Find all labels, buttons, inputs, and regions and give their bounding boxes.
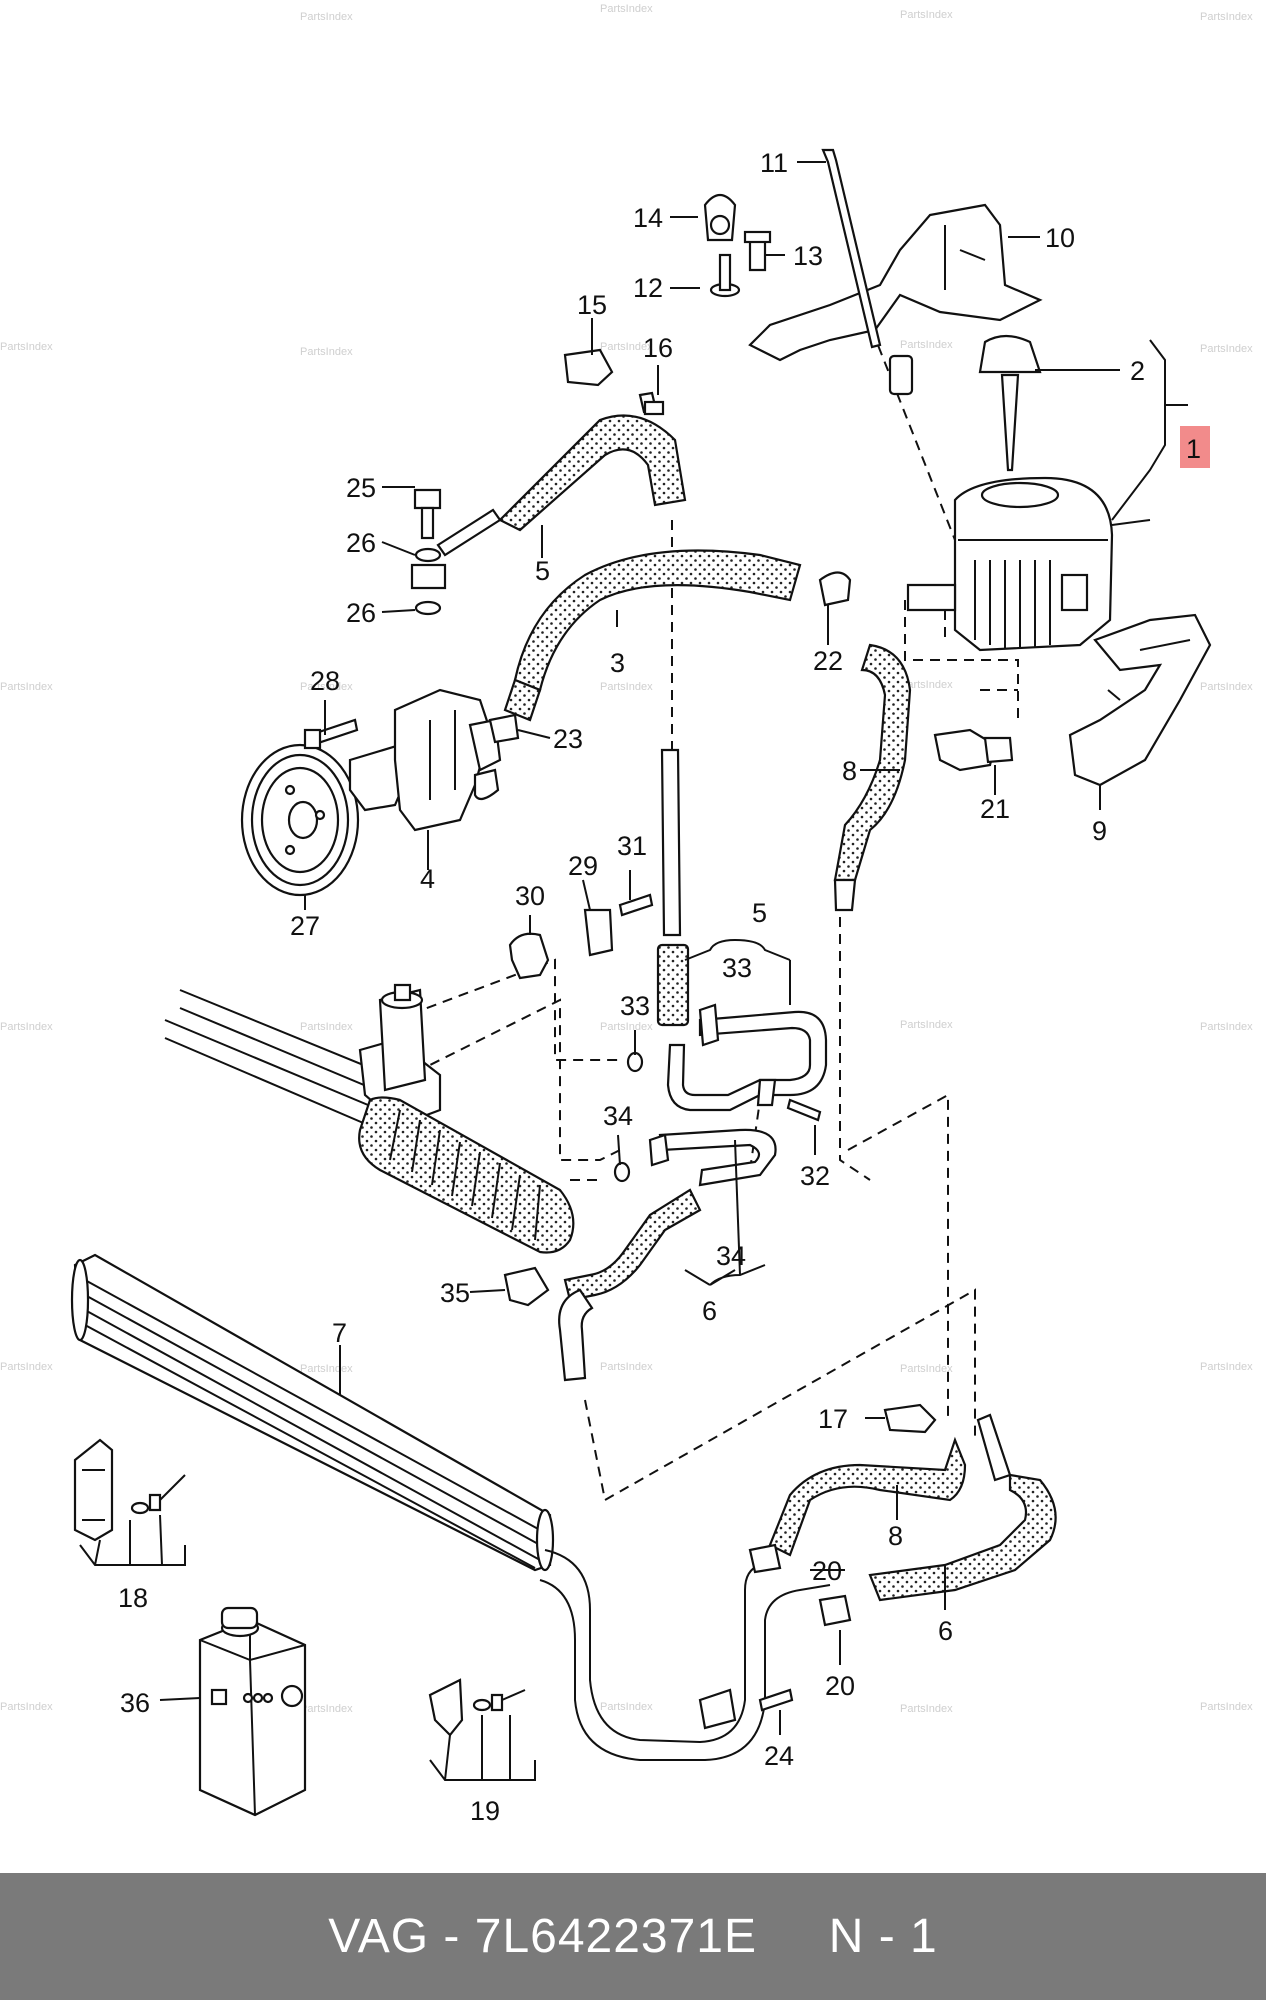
svg-text:PartsIndex: PartsIndex	[300, 11, 353, 23]
svg-text:PartsIndex: PartsIndex	[900, 9, 953, 21]
callout-24[interactable]: 24	[764, 1741, 794, 1771]
svg-text:PartsIndex: PartsIndex	[900, 339, 953, 351]
callout-34-label[interactable]: 34	[716, 1241, 746, 1271]
svg-text:PartsIndex: PartsIndex	[600, 3, 653, 15]
svg-text:PartsIndex: PartsIndex	[0, 1701, 53, 1713]
svg-text:PartsIndex: PartsIndex	[900, 1363, 953, 1375]
svg-text:PartsIndex: PartsIndex	[1200, 343, 1253, 355]
callout-3[interactable]: 3	[610, 648, 625, 678]
callout-36[interactable]: 36	[120, 1688, 150, 1718]
svg-text:PartsIndex: PartsIndex	[1200, 1021, 1253, 1033]
callout-5-lower[interactable]: 5	[752, 898, 767, 928]
svg-text:PartsIndex: PartsIndex	[1200, 681, 1253, 693]
power-steering-parts-diagram: PartsIndex PartsIndex PartsIndex PartsIn…	[0, 3, 1253, 1826]
svg-text:PartsIndex: PartsIndex	[300, 1021, 353, 1033]
svg-text:PartsIndex: PartsIndex	[0, 1021, 53, 1033]
callout-8-upper[interactable]: 8	[842, 756, 857, 786]
svg-text:PartsIndex: PartsIndex	[300, 346, 353, 358]
svg-text:PartsIndex: PartsIndex	[1200, 11, 1253, 23]
svg-text:PartsIndex: PartsIndex	[300, 1363, 353, 1375]
callout-6-middle[interactable]: 6	[702, 1296, 717, 1326]
svg-text:PartsIndex: PartsIndex	[900, 679, 953, 691]
callout-18[interactable]: 18	[118, 1583, 148, 1613]
small-brackets	[73, 1438, 526, 1817]
svg-text:PartsIndex: PartsIndex	[300, 681, 353, 693]
callout-15[interactable]: 15	[577, 290, 607, 320]
callout-23[interactable]: 23	[553, 724, 583, 754]
svg-text:PartsIndex: PartsIndex	[0, 341, 53, 353]
svg-text:PartsIndex: PartsIndex	[1200, 1701, 1253, 1713]
cooler	[70, 1253, 937, 1761]
pump-assembly	[240, 348, 1014, 897]
callout-28[interactable]: 28	[310, 666, 340, 696]
callout-25[interactable]: 25	[346, 473, 376, 503]
assembly-dashed-lines	[394, 329, 1019, 1502]
part-number-text: VAG - 7L6422371E N - 1	[328, 1910, 938, 1963]
svg-text:PartsIndex: PartsIndex	[1200, 1361, 1253, 1373]
callout-27[interactable]: 27	[290, 911, 320, 941]
callout-19[interactable]: 19	[470, 1796, 500, 1826]
callout-21[interactable]: 21	[980, 794, 1010, 824]
svg-text:PartsIndex: PartsIndex	[900, 1703, 953, 1715]
callout-22[interactable]: 22	[813, 646, 843, 676]
svg-text:PartsIndex: PartsIndex	[900, 1019, 953, 1031]
svg-text:PartsIndex: PartsIndex	[600, 341, 653, 353]
callout-4[interactable]: 4	[420, 864, 435, 894]
svg-text:PartsIndex: PartsIndex	[600, 1361, 653, 1373]
svg-text:PartsIndex: PartsIndex	[600, 681, 653, 693]
part-number-footer: VAG - 7L6422371E N - 1	[0, 1873, 1266, 2000]
callout-31[interactable]: 31	[617, 831, 647, 861]
callout-labels: 1 2 3 4 5 5 6 6 7 8 8 9 10 11 12 13 14 1…	[118, 148, 1201, 1826]
callout-8-lower[interactable]: 8	[888, 1521, 903, 1551]
callout-30[interactable]: 30	[515, 881, 545, 911]
callout-34-oring[interactable]: 34	[603, 1101, 633, 1131]
callout-32[interactable]: 32	[800, 1161, 830, 1191]
callout-16[interactable]: 16	[643, 333, 673, 363]
hoses	[436, 414, 1057, 1602]
callout-5-upper[interactable]: 5	[535, 556, 550, 586]
callout-33-oring[interactable]: 33	[620, 991, 650, 1021]
steering-rack	[164, 893, 822, 1307]
callout-9[interactable]: 9	[1092, 816, 1107, 846]
rigid-pipes	[648, 943, 828, 1187]
svg-text:PartsIndex: PartsIndex	[600, 1021, 653, 1033]
callout-29[interactable]: 29	[568, 851, 598, 881]
leader-lines	[79, 161, 1151, 1781]
svg-text:PartsIndex: PartsIndex	[0, 1361, 53, 1373]
callout-33-label[interactable]: 33	[722, 953, 752, 983]
callout-20-upper[interactable]: 20	[812, 1556, 842, 1586]
svg-text:PartsIndex: PartsIndex	[300, 1703, 353, 1715]
callout-13[interactable]: 13	[793, 241, 823, 271]
callout-17[interactable]: 17	[818, 1404, 848, 1434]
svg-text:PartsIndex: PartsIndex	[600, 1701, 653, 1713]
callout-35[interactable]: 35	[440, 1278, 470, 1308]
callout-20-lower[interactable]: 20	[825, 1671, 855, 1701]
callout-6-lower[interactable]: 6	[938, 1616, 953, 1646]
callout-26-lower[interactable]: 26	[346, 598, 376, 628]
callout-14[interactable]: 14	[633, 203, 663, 233]
callout-26-upper[interactable]: 26	[346, 528, 376, 558]
highlight-callout-1	[1180, 426, 1210, 468]
callout-10[interactable]: 10	[1045, 223, 1075, 253]
callout-1[interactable]: 1	[1186, 434, 1201, 464]
svg-text:PartsIndex: PartsIndex	[0, 681, 53, 693]
callout-7[interactable]: 7	[332, 1318, 347, 1348]
callout-11[interactable]: 11	[760, 148, 788, 178]
watermarks: PartsIndex PartsIndex PartsIndex PartsIn…	[0, 3, 1253, 1715]
callout-2[interactable]: 2	[1130, 356, 1145, 386]
reservoir-assembly	[703, 148, 1212, 787]
callout-12[interactable]: 12	[633, 273, 663, 303]
